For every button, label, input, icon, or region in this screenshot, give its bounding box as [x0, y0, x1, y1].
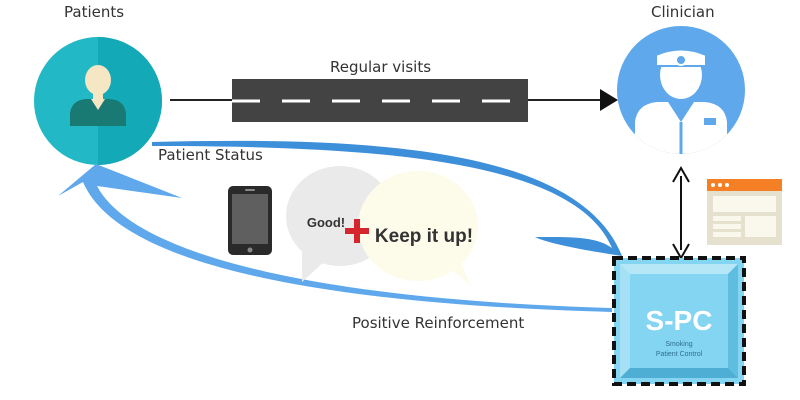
smartphone-icon — [228, 186, 272, 255]
regular-visits-label: Regular visits — [330, 58, 432, 76]
patients-label: Patients — [64, 3, 125, 21]
clinician-spc-double-arrow — [672, 165, 690, 261]
positive-reinforcement-arrow — [58, 164, 612, 312]
patient-status-arrow — [152, 140, 622, 256]
spc-device-icon: S-PC Smoking Patient Control — [612, 256, 746, 386]
good-text: Good! — [307, 215, 345, 230]
positive-reinforcement-label: Positive Reinforcement — [352, 314, 525, 332]
spc-title: S-PC — [646, 305, 713, 336]
road-icon — [232, 79, 528, 122]
clinician-label: Clinician — [651, 3, 715, 21]
clinician-avatar-icon — [617, 26, 745, 154]
spc-line2: Patient Control — [656, 351, 703, 358]
plus-icon — [345, 219, 369, 243]
patient-avatar-icon — [34, 37, 162, 165]
arrowhead-icon — [600, 89, 618, 111]
browser-window-icon — [707, 179, 782, 245]
patient-status-label: Patient Status — [158, 146, 263, 164]
regular-visits-arrow — [170, 79, 618, 122]
keep-it-up-text: Keep it up! — [375, 226, 473, 247]
spc-line1: Smoking — [665, 341, 692, 348]
speech-bubbles-icon: Good! Keep it up! — [286, 166, 478, 285]
